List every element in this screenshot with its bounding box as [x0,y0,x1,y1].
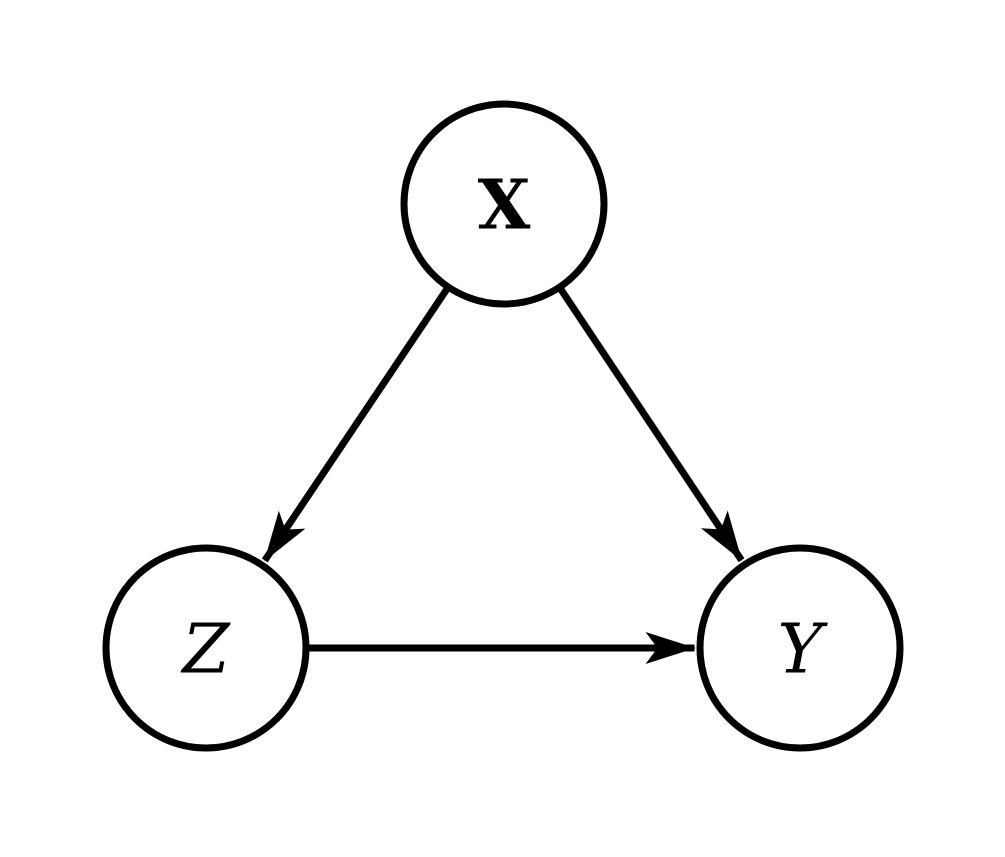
node-Y: Y [696,544,904,752]
node-label-Z: Z [180,610,231,689]
node-circle-Z [102,544,310,752]
node-circle-X [400,100,608,308]
node-X: X [400,100,608,308]
node-label-Y: Y [778,610,829,689]
node-circle-Y [696,544,904,752]
node-label-X: X [478,165,531,245]
node-Z: Z [102,544,310,752]
